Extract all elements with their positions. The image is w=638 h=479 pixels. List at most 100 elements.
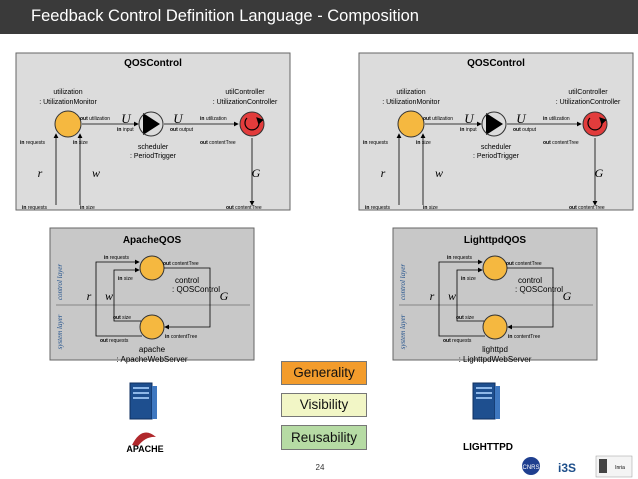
- server-icon-slot: [133, 387, 149, 389]
- port-name: utilization: [89, 116, 110, 122]
- port-in-input: in input: [460, 127, 477, 133]
- port-name: output: [179, 127, 194, 133]
- control-name: control: [175, 276, 199, 285]
- inner-symbol-w: w: [448, 289, 456, 303]
- symbol-u-left: U: [464, 111, 475, 126]
- system-type: : LighttpdWebServer: [459, 355, 532, 364]
- server-icon-slot: [476, 397, 492, 399]
- symbol-u-left: U: [121, 111, 132, 126]
- port-name: requests: [28, 205, 48, 211]
- control-type: : QOSControl: [515, 285, 563, 294]
- controller-component: [582, 111, 608, 137]
- symbol-r: r: [38, 166, 43, 180]
- symbol-r: r: [381, 166, 386, 180]
- port-name: utilization: [206, 116, 227, 122]
- port-out-output: out output: [170, 127, 194, 133]
- port-keyword: out: [113, 315, 121, 321]
- port-name: size: [467, 276, 476, 282]
- port-keyword: in: [165, 334, 169, 340]
- port-keyword: in: [447, 255, 451, 261]
- inner-out-size: out size: [456, 315, 474, 321]
- port-keyword: out: [443, 338, 451, 344]
- boundary-in-size: in size: [80, 205, 95, 211]
- inner-in-contenttree: in contentTree: [508, 334, 541, 340]
- outer-composite-title: QOSControl: [124, 58, 182, 69]
- monitor-component: [54, 110, 82, 138]
- port-name: utilization: [549, 116, 570, 122]
- system-component: [482, 314, 508, 340]
- port-keyword: in: [200, 116, 204, 122]
- port-keyword: out: [100, 338, 108, 344]
- inner-out-requests: out requests: [100, 338, 129, 344]
- port-name: requests: [453, 255, 473, 261]
- port-name: contentTree: [171, 334, 198, 340]
- port-name: size: [124, 276, 133, 282]
- port-in-requests: in requests: [20, 140, 46, 146]
- controller-type: : UtilizationController: [556, 99, 621, 106]
- port-keyword: out: [513, 127, 521, 133]
- control-type: : QOSControl: [172, 285, 220, 294]
- inria-logo-text: Inria: [615, 465, 625, 471]
- reusability-label: Reusability: [281, 425, 367, 450]
- port-keyword: in: [80, 205, 84, 211]
- server-icon-slot: [133, 397, 149, 399]
- symbol-w: w: [435, 166, 443, 180]
- port-in-size: in size: [73, 140, 88, 146]
- server-icon-slot: [133, 392, 149, 394]
- port-keyword: in: [461, 276, 465, 282]
- port-name: size: [422, 140, 431, 146]
- port-keyword: out: [226, 205, 234, 211]
- port-out-contenttree: out contentTree: [543, 140, 579, 146]
- server-icon-slot: [476, 392, 492, 394]
- cnrs-logo: CNRS: [522, 457, 540, 475]
- controller-component: [239, 111, 265, 137]
- boundary-in-requests: in requests: [365, 205, 391, 211]
- scheduler-name: scheduler: [138, 144, 169, 151]
- monitor-name: utilization: [396, 89, 425, 96]
- port-keyword: out: [163, 261, 171, 267]
- control-name: control: [518, 276, 542, 285]
- port-keyword: in: [460, 127, 464, 133]
- apache-feather-icon: [132, 432, 156, 446]
- generality-label: Generality: [281, 361, 367, 385]
- port-keyword: in: [543, 116, 547, 122]
- contenttree-loop-arrow: [507, 267, 554, 330]
- scheduler-type: : PeriodTrigger: [130, 153, 177, 160]
- symbol-u-right: U: [516, 111, 527, 126]
- port-name: contentTree: [515, 261, 542, 267]
- i3s-logo: i3S: [548, 459, 586, 475]
- port-keyword: in: [117, 127, 121, 133]
- port-keyword: in: [508, 334, 512, 340]
- server-icon-side: [495, 386, 500, 419]
- requests-loop-arrow: [438, 259, 485, 337]
- inner-in-requests: in requests: [447, 255, 473, 261]
- port-keyword: out: [170, 127, 178, 133]
- system-layer-label: system layer: [399, 314, 407, 349]
- inner-composite-title: LighttpdQOS: [464, 235, 527, 246]
- inner-out-requests: out requests: [443, 338, 472, 344]
- server-icon-slot: [476, 387, 492, 389]
- symbol-g: G: [595, 166, 604, 180]
- scheduler-component: [138, 111, 164, 137]
- system-layer-label: system layer: [56, 314, 64, 349]
- boundary-in-requests: in requests: [22, 205, 48, 211]
- size-loop-arrow: [456, 267, 484, 322]
- port-keyword: in: [363, 140, 367, 146]
- boundary-out-contenttree: out contentTree: [569, 205, 605, 211]
- inner-symbol-g: G: [563, 289, 572, 303]
- port-name: requests: [109, 338, 129, 344]
- port-keyword: in: [118, 276, 122, 282]
- port-name: requests: [452, 338, 472, 344]
- i3s-logo-text: i3S: [558, 461, 576, 475]
- port-name: contentTree: [552, 140, 579, 146]
- monitor-name: utilization: [53, 89, 82, 96]
- symbol-u-right: U: [173, 111, 184, 126]
- port-name: contentTree: [172, 261, 199, 267]
- symbol-g: G: [252, 166, 261, 180]
- port-out-utilization: out utilization: [423, 116, 453, 122]
- system-name: lighttpd: [482, 345, 508, 354]
- inner-composite-box: [392, 227, 598, 361]
- inria-logo: Inria: [595, 455, 633, 478]
